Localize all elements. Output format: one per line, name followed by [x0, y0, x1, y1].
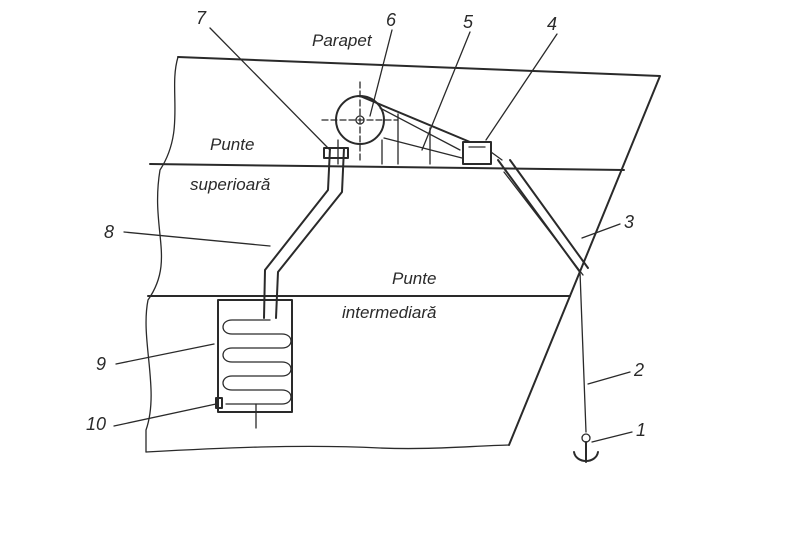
transmission-frame	[359, 95, 471, 165]
callout-8: 8	[104, 222, 114, 242]
anchor-chain	[579, 271, 587, 433]
callout-5: 5	[463, 12, 474, 32]
callout-2: 2	[633, 360, 644, 380]
callout-4: 4	[547, 14, 557, 34]
upper-deck-label-line1: Punte	[210, 135, 254, 154]
chain-locker	[217, 299, 293, 429]
parapet-label: Parapet	[312, 31, 373, 50]
chain-fastening	[215, 397, 223, 409]
callout-10: 10	[86, 414, 106, 434]
callout-6: 6	[386, 10, 397, 30]
callout-3: 3	[624, 212, 634, 232]
mid-deck-label-line1: Punte	[392, 269, 436, 288]
mid-deck-label-line2: intermediară	[342, 303, 437, 322]
chain-pipe	[263, 147, 349, 319]
callout-9: 9	[96, 354, 106, 374]
callout-1: 1	[636, 420, 646, 440]
hawse-pipe	[497, 159, 589, 276]
upper-deck-label-line2: superioară	[190, 175, 270, 194]
windlass-drum	[321, 81, 399, 165]
hull-section	[145, 56, 661, 453]
anchor-icon	[573, 433, 599, 463]
leader-lines	[113, 27, 633, 443]
upper-deck-line	[149, 163, 625, 171]
motor-box	[462, 141, 503, 165]
callout-7: 7	[196, 8, 207, 28]
